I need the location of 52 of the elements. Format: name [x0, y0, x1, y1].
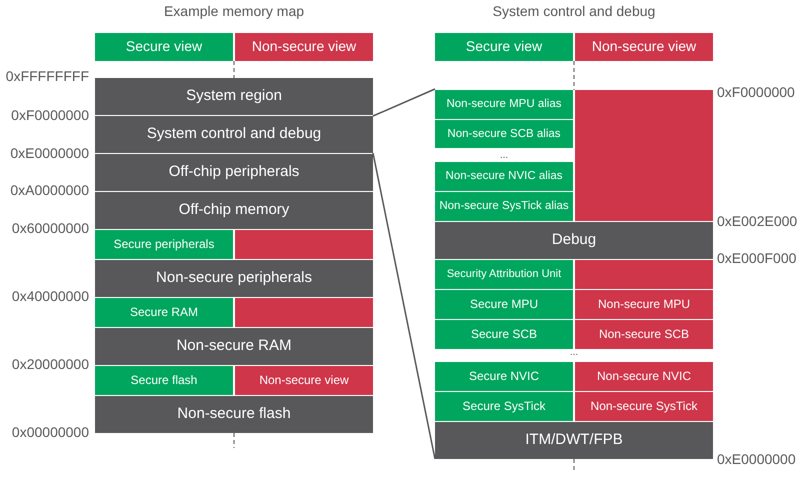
address-label: 0xE0000000	[717, 450, 796, 468]
non-secure-region-block: Non-secure SCB	[575, 320, 713, 349]
secure-region-block: Secure SysTick	[435, 392, 573, 421]
non-secure-region-block: Non-secure MPU	[575, 290, 713, 319]
secure-region-block: Non-secure SCB alias	[435, 120, 573, 148]
non-secure-region-block: Non-secure SysTick	[575, 392, 713, 421]
zoom-line	[372, 88, 436, 117]
non-secure-view-header: Non-secure view	[575, 33, 713, 61]
non-secure-region-block: Non-secure NVIC	[575, 362, 713, 391]
address-label: 0xE0000000	[10, 144, 89, 162]
secure-view-header: Secure view	[95, 33, 233, 61]
address-label: 0xF0000000	[11, 106, 89, 124]
address-label: 0xF0000000	[717, 83, 795, 101]
memory-region-block: ITM/DWT/FPB	[435, 422, 713, 459]
secure-region-block: Secure NVIC	[435, 362, 573, 391]
memory-region-block: Non-secure flash	[95, 396, 373, 433]
secure-region-block: Secure SCB	[435, 320, 573, 349]
zoom-line	[372, 152, 436, 460]
secure-region-block: Non-secure NVIC alias	[435, 162, 573, 191]
secure-view-header: Secure view	[435, 33, 573, 61]
non-secure-region-block: Non-secure view	[235, 366, 373, 395]
non-secure-region-block	[575, 260, 713, 289]
memory-region-block: Off-chip memory	[95, 192, 373, 229]
memory-region-block: Non-secure peripherals	[95, 260, 373, 297]
address-label: 0x20000000	[12, 355, 89, 373]
memory-region-block: Off-chip peripherals	[95, 154, 373, 191]
address-label: 0x40000000	[12, 287, 89, 305]
address-label: 0xE002E000	[717, 212, 798, 230]
secure-region-block: Non-secure SysTick alias	[435, 192, 573, 221]
ellipsis: ...	[570, 348, 578, 358]
secure-region-block: Secure MPU	[435, 290, 573, 319]
address-label: 0x00000000	[12, 423, 89, 441]
panel-title: System control and debug	[492, 4, 656, 20]
secure-region-block: Secure RAM	[95, 298, 233, 327]
secure-region-block: Non-secure MPU alias	[435, 90, 573, 119]
memory-region-block: Debug	[435, 222, 713, 259]
memory-region-block: System control and debug	[95, 116, 373, 153]
non-secure-view-header: Non-secure view	[235, 33, 373, 61]
address-label: 0xA0000000	[10, 181, 89, 199]
non-secure-region-block	[235, 298, 373, 327]
address-label: 0xE000F000	[717, 249, 796, 267]
panel-title: Example memory map	[162, 4, 306, 20]
non-secure-region-block	[575, 90, 713, 221]
address-label: 0xFFFFFFFF	[6, 67, 89, 85]
non-secure-region-block	[235, 230, 373, 259]
secure-region-block: Secure flash	[95, 366, 233, 395]
address-label: 0x60000000	[12, 219, 89, 237]
secure-region-block: Security Attribution Unit	[435, 260, 573, 289]
ellipsis: ...	[500, 151, 508, 161]
secure-region-block: Secure peripherals	[95, 230, 233, 259]
memory-region-block: System region	[95, 78, 373, 115]
memory-region-block: Non-secure RAM	[95, 328, 373, 365]
